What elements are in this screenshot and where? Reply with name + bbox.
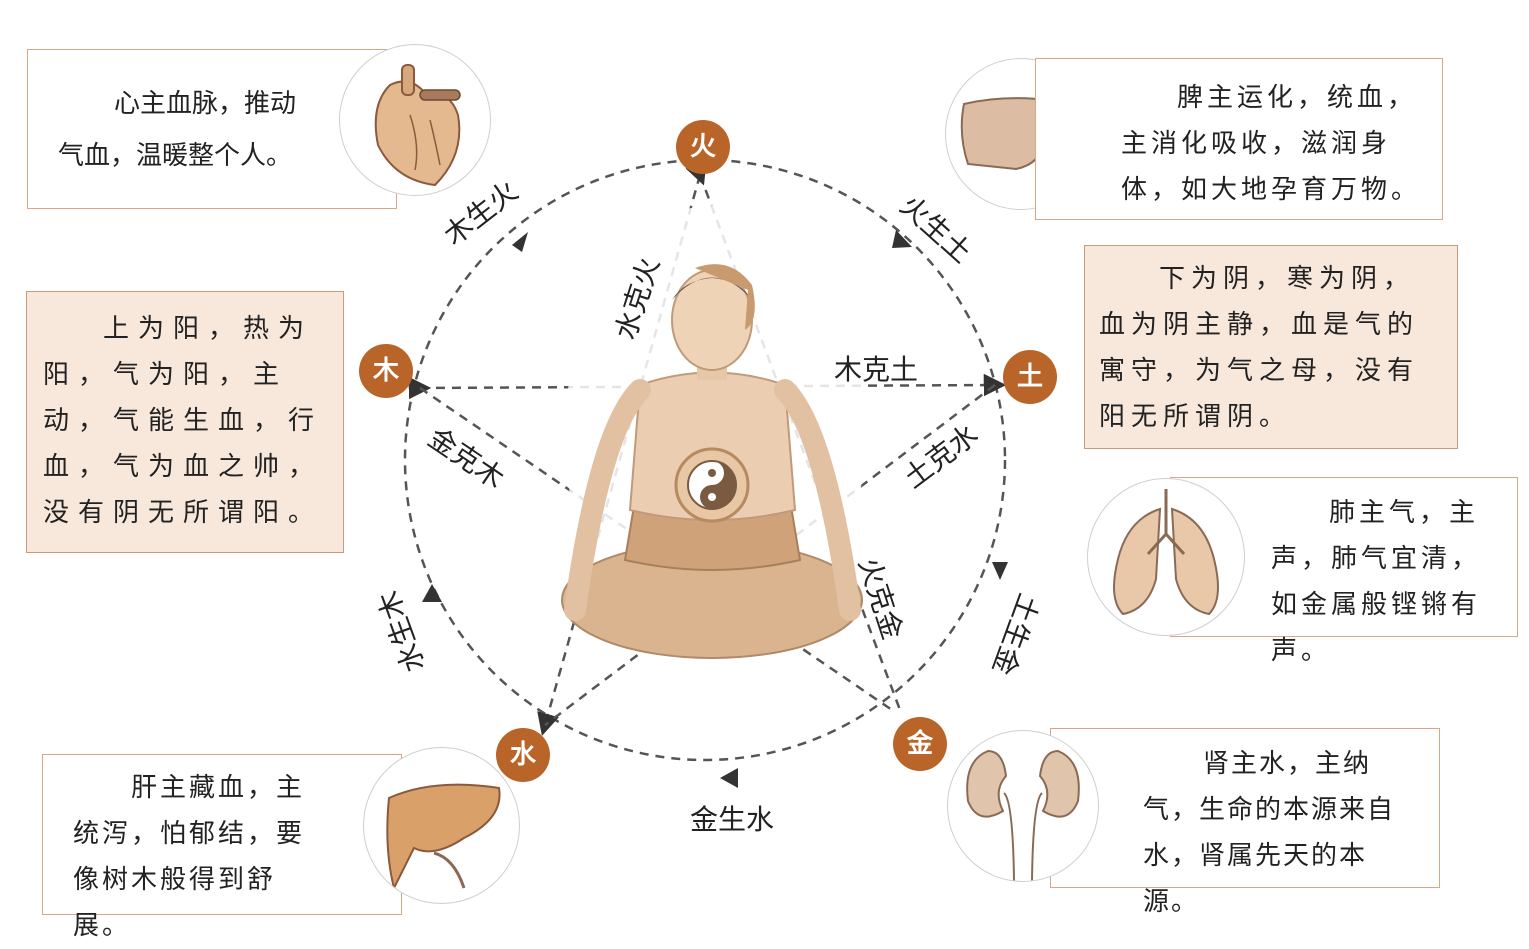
liver-text: 肝主藏血，主统泻，怕郁结，要像树木般得到舒展。 xyxy=(73,773,306,941)
label-wood-controls-earth: 木克土 xyxy=(834,353,919,386)
lungs-icon xyxy=(1113,489,1219,616)
spleen-text: 脾主运化，统血，主消化吸收，滋润身体，如大地孕育万物。 xyxy=(1121,83,1422,205)
earth-element-badge: 土 xyxy=(1003,350,1057,404)
kidneys-icon xyxy=(966,749,1080,881)
kidney-text: 肾主水，主纳气，生命的本源来自水，肾属先天的本源。 xyxy=(1143,749,1396,917)
kidney-image xyxy=(947,730,1099,882)
fire-element-badge: 火 xyxy=(676,120,730,174)
kidney-box: 肾主水，主纳气，生命的本源来自水，肾属先天的本源。 xyxy=(1050,728,1440,917)
liver-box: 肝主藏血，主统泻，怕郁结，要像树木般得到舒展。 xyxy=(42,754,402,941)
cycle-arrowheads xyxy=(422,230,1008,788)
controlling-pentagram xyxy=(408,160,1007,736)
heart-text: 心主血脉，推动气血，温暖整个人。 xyxy=(58,89,297,171)
water-element-badge: 水 xyxy=(496,728,550,782)
spleen-box: 脾主运化，统血，主消化吸收，滋润身体，如大地孕育万物。 xyxy=(1035,58,1443,220)
yang-box: 上为阳，热为阳，气为阳，主动，气能生血，行血，气为血之帅，没有阴无所谓阳。 xyxy=(26,291,344,553)
heart-image xyxy=(339,44,491,196)
heart-icon xyxy=(374,64,461,187)
label-metal-generates-water: 金生水 xyxy=(690,803,775,836)
heart-box: 心主血脉，推动气血，温暖整个人。 xyxy=(27,49,397,209)
liver-icon xyxy=(386,783,501,891)
lung-text: 肺主气，主声，肺气宜清，如金属般铿锵有声。 xyxy=(1271,498,1482,666)
wood-element-badge: 木 xyxy=(359,344,413,398)
metal-element-badge: 金 xyxy=(893,717,947,771)
yin-text: 下为阴，寒为阴，血为阴主静，血是气的寓守，为气之母，没有阳无所谓阴。 xyxy=(1099,264,1420,432)
lung-box: 肺主气，主声，肺气宜清，如金属般铿锵有声。 xyxy=(1170,477,1518,666)
liver-image xyxy=(363,747,520,904)
yin-box: 下为阴，寒为阴，血为阴主静，血是气的寓守，为气之母，没有阳无所谓阴。 xyxy=(1084,245,1458,449)
lung-image xyxy=(1087,478,1245,636)
yang-text: 上为阳，热为阳，气为阳，主动，气能生血，行血，气为血之帅，没有阴无所谓阳。 xyxy=(43,314,324,528)
